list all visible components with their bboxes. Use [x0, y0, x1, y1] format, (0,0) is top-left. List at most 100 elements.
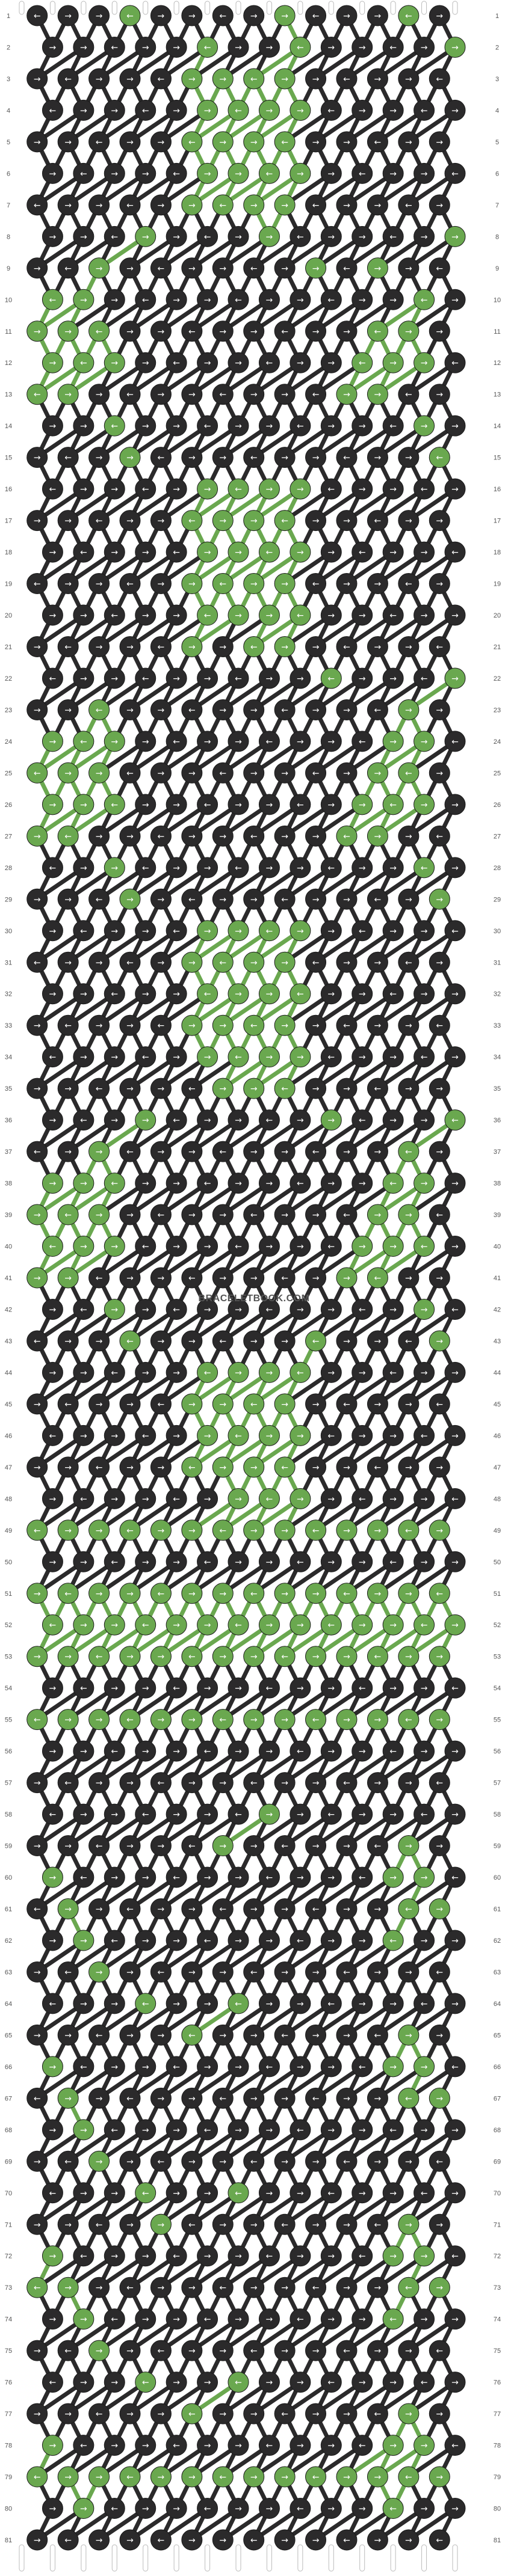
- row-number-left: 64: [5, 2001, 12, 2008]
- row-number-left: 48: [5, 1495, 12, 1503]
- knot-arrow-icon: →: [80, 2189, 87, 2198]
- knot-arrow-icon: →: [34, 2157, 41, 2167]
- knot-arrow-icon: →: [49, 1494, 57, 1504]
- knot-arrow-icon: ←: [126, 390, 134, 400]
- knot-arrow-icon: →: [188, 1400, 196, 1409]
- knot-arrow-icon: →: [64, 2220, 72, 2230]
- row-number-right: 63: [494, 1969, 501, 1976]
- row-number-right: 68: [494, 2127, 501, 2134]
- knot-arrow-icon: →: [111, 1684, 118, 1693]
- knot-arrow-icon: ←: [312, 1905, 320, 1915]
- row-number-left: 62: [5, 1937, 12, 1945]
- knot-arrow-icon: →: [219, 1589, 226, 1599]
- knot-arrow-icon: →: [359, 1999, 366, 2009]
- knot-arrow-icon: →: [204, 1053, 211, 1063]
- knot-arrow-icon: →: [405, 2346, 412, 2356]
- knot-arrow-icon: →: [219, 895, 226, 904]
- row-number-left: 5: [7, 139, 10, 146]
- knot-arrow-icon: →: [389, 1305, 397, 1314]
- knot-arrow-icon: ←: [327, 1053, 335, 1063]
- knot-arrow-icon: →: [250, 580, 258, 589]
- knot-arrow-icon: →: [281, 11, 288, 21]
- knot-arrow-icon: →: [389, 169, 397, 179]
- knot-arrow-icon: →: [96, 2283, 103, 2293]
- knot-arrow-icon: ←: [49, 295, 57, 305]
- knot-arrow-icon: →: [436, 705, 443, 715]
- knot-arrow-icon: →: [436, 580, 443, 589]
- knot-arrow-icon: ←: [312, 958, 320, 968]
- knot-arrow-icon: ←: [49, 1431, 57, 1441]
- knot-arrow-icon: →: [436, 11, 443, 21]
- knot-arrow-icon: →: [359, 2315, 366, 2325]
- knot-arrow-icon: ←: [34, 2094, 41, 2103]
- knot-arrow-icon: →: [126, 1842, 134, 1851]
- knot-arrow-icon: ←: [219, 11, 226, 21]
- knot-arrow-icon: →: [49, 43, 57, 52]
- knot-arrow-icon: →: [250, 1526, 258, 1536]
- knot-arrow-icon: ←: [312, 580, 320, 589]
- knot-arrow-icon: →: [359, 1368, 366, 1378]
- knot-arrow-icon: →: [359, 1621, 366, 1630]
- knot-arrow-icon: →: [219, 1084, 226, 1094]
- knot-arrow-icon: →: [219, 2157, 226, 2167]
- knot-arrow-icon: →: [405, 1084, 412, 1094]
- knot-arrow-icon: ←: [235, 1999, 242, 2009]
- knot-arrow-icon: ←: [219, 2094, 226, 2103]
- knot-arrow-icon: →: [126, 643, 134, 652]
- knot-arrow-icon: →: [421, 737, 428, 747]
- knot-arrow-icon: ←: [188, 1652, 196, 1662]
- knot-arrow-icon: →: [64, 517, 72, 526]
- knot-arrow-icon: →: [343, 1842, 350, 1851]
- knot-arrow-icon: →: [49, 1873, 57, 1883]
- knot-arrow-icon: →: [451, 1936, 459, 1946]
- knot-arrow-icon: →: [359, 2504, 366, 2514]
- knot-arrow-icon: →: [327, 2126, 335, 2135]
- row-number-left: 10: [5, 296, 12, 304]
- row-number-right: 64: [494, 2001, 501, 2008]
- knot-arrow-icon: →: [297, 1242, 304, 1252]
- knot-arrow-icon: →: [312, 1210, 320, 1220]
- knot-arrow-icon: ←: [297, 1747, 304, 1756]
- knot-arrow-icon: →: [389, 2378, 397, 2388]
- knot-arrow-icon: ←: [436, 643, 443, 652]
- knot-arrow-icon: →: [158, 2031, 165, 2040]
- knot-arrow-icon: →: [96, 1021, 103, 1031]
- row-number-right: 1: [495, 13, 499, 20]
- row-number-right: 30: [494, 928, 501, 935]
- knot-arrow-icon: ←: [64, 264, 72, 274]
- knot-arrow-icon: ←: [250, 643, 258, 652]
- knot-arrow-icon: ←: [389, 611, 397, 621]
- knot-arrow-icon: →: [297, 1116, 304, 1126]
- knot-arrow-icon: →: [142, 1179, 149, 1189]
- knot-arrow-icon: ←: [126, 201, 134, 210]
- knot-arrow-icon: →: [436, 2220, 443, 2230]
- knot-arrow-icon: →: [158, 1716, 165, 1725]
- knot-arrow-icon: →: [204, 1242, 211, 1252]
- knot-arrow-icon: →: [96, 1400, 103, 1409]
- knot-arrow-icon: ←: [126, 768, 134, 778]
- string-top: [390, 1, 396, 15]
- knot-arrow-icon: ←: [158, 2346, 165, 2356]
- knot-arrow-icon: ←: [188, 1842, 196, 1851]
- row-number-right: 9: [495, 265, 499, 272]
- knot-arrow-icon: →: [204, 485, 211, 494]
- knot-arrow-icon: →: [204, 737, 211, 747]
- knot-arrow-icon: →: [173, 485, 180, 494]
- knot-arrow-icon: ←: [389, 2315, 397, 2325]
- knot-arrow-icon: →: [312, 643, 320, 652]
- knot-arrow-icon: ←: [250, 1967, 258, 1977]
- row-number-left: 77: [5, 2411, 12, 2418]
- knot-arrow-icon: ←: [343, 2346, 350, 2356]
- knot-arrow-icon: ←: [96, 1652, 103, 1662]
- knot-arrow-icon: →: [359, 990, 366, 999]
- knot-arrow-icon: ←: [266, 2441, 273, 2451]
- knot-arrow-icon: ←: [188, 1084, 196, 1094]
- knot-arrow-icon: ←: [219, 1337, 226, 1346]
- knot-arrow-icon: ←: [219, 580, 226, 589]
- knot-arrow-icon: ←: [436, 1967, 443, 1977]
- knot-arrow-icon: ←: [389, 990, 397, 999]
- knot-arrow-icon: →: [421, 611, 428, 621]
- knot-arrow-icon: →: [111, 737, 118, 747]
- knot-arrow-icon: ←: [173, 1873, 180, 1883]
- knot-arrow-icon: →: [327, 1684, 335, 1693]
